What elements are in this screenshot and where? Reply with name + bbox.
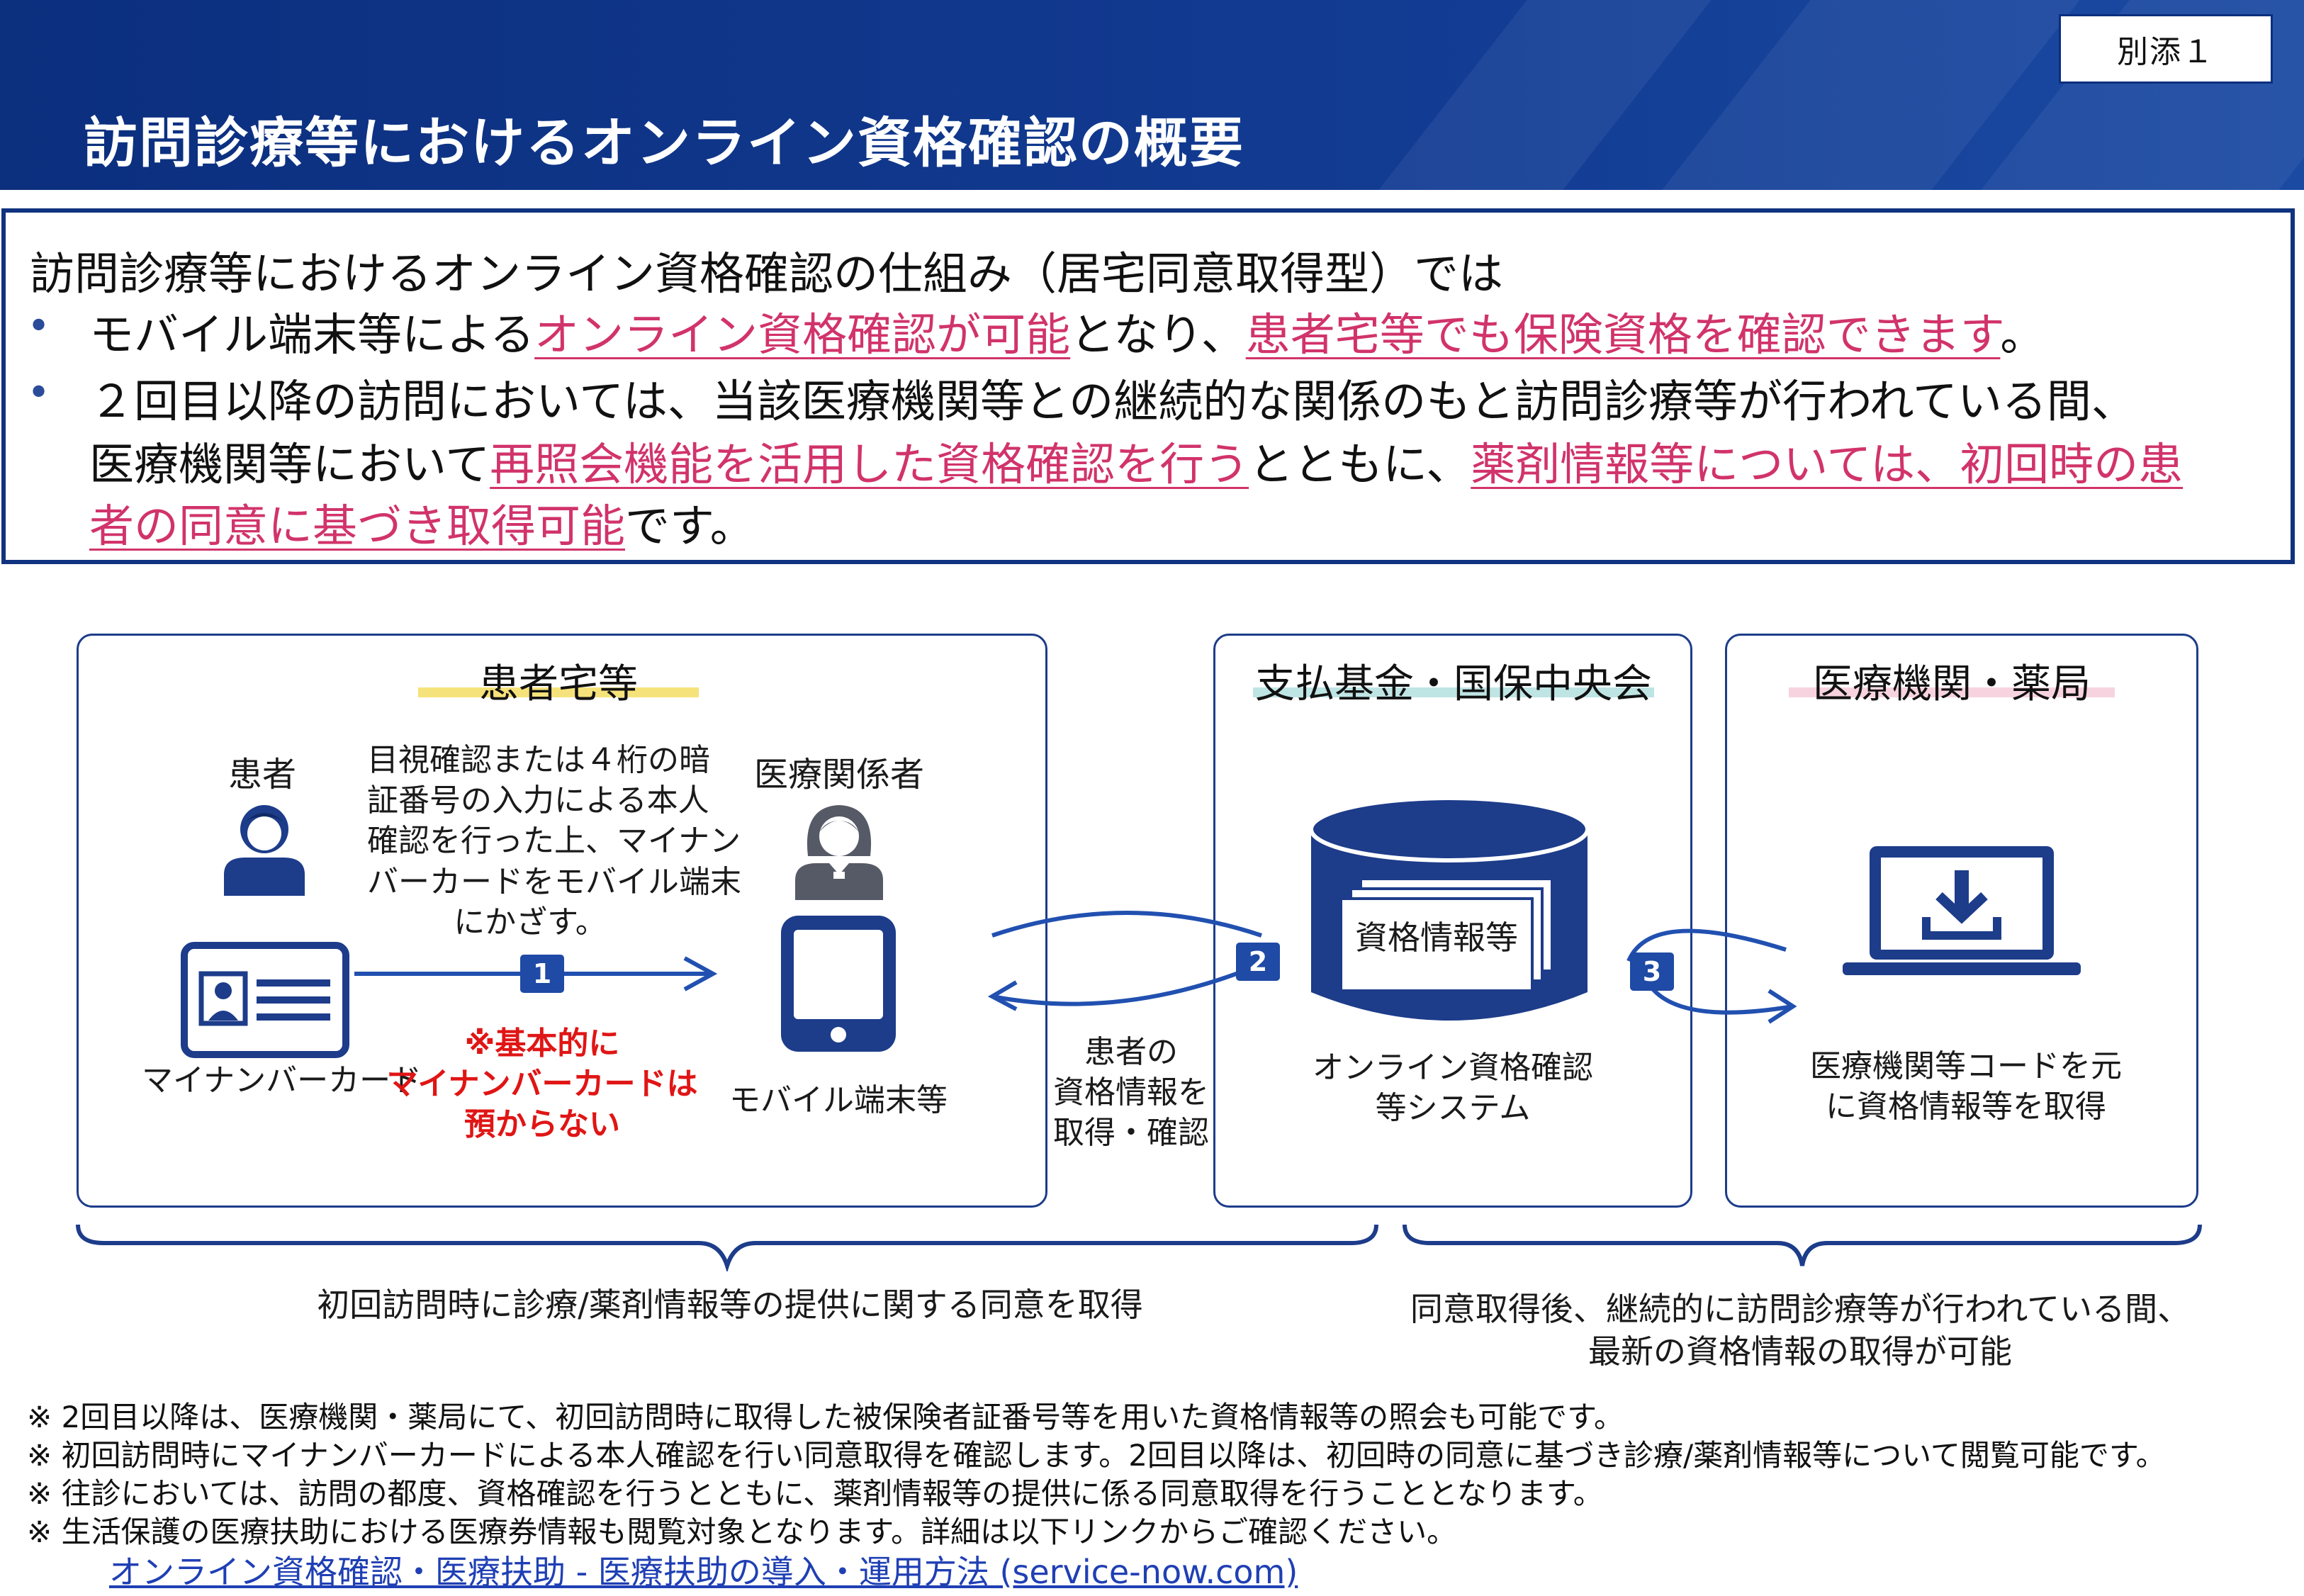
my-number-card-label: マイナンバーカード xyxy=(142,1062,422,1098)
staff-label: 医療関係者 xyxy=(753,755,924,794)
instruction-line: 目視確認または４桁の暗 xyxy=(367,742,710,778)
text-segment: となり、 xyxy=(1070,309,1246,361)
step-3-badge: 3 xyxy=(1630,952,1674,991)
brace-right-label: 同意取得後、継続的に訪問診療等が行われている間、 最新の資格情報の取得が可能 xyxy=(1389,1288,2211,1373)
exchange-label-line: 患者の xyxy=(1084,1034,1178,1070)
title-underline-pink xyxy=(1789,687,2115,697)
page-title: 訪問診療等におけるオンライン資格確認の概要 xyxy=(84,111,1244,174)
instruction-line: バーカードをモバイル端末 xyxy=(367,863,741,900)
instruction-line: 確認を行った上、マイナン xyxy=(367,823,741,860)
summary-bullet-1: モバイル端末等によるオンライン資格確認が可能となり、患者宅等でも保険資格を確認で… xyxy=(89,299,2045,364)
highlight-home-check: 患者宅等でも保険資格を確認できます xyxy=(1245,309,2001,361)
database-doc-label: 資格情報等 xyxy=(1355,918,1518,957)
brace-right xyxy=(1403,1224,2202,1266)
step-2-badge: 2 xyxy=(1236,943,1280,981)
exchange-label: 患者の 資格情報を 取得・確認 xyxy=(1018,1032,1244,1154)
brace-right-label-line: 最新の資格情報の取得が可能 xyxy=(1588,1332,2012,1371)
warning-line: マイナンバーカードは xyxy=(386,1066,698,1103)
database-icon xyxy=(1309,796,1590,1021)
medical-staff-icon xyxy=(795,805,883,900)
title-underline-teal xyxy=(1253,687,1654,697)
text-segment: とともに、 xyxy=(1249,439,1471,490)
system-label: オンライン資格確認 等システム xyxy=(1304,1047,1602,1128)
my-number-card-icon xyxy=(181,942,349,1058)
instruction-line: 証番号の入力による本人 xyxy=(367,782,709,819)
note-3: ※ 往診においては、訪問の都度、資格確認を行うとともに、薬剤情報等の提供に係る同… xyxy=(27,1476,1603,1511)
exchange-label-line: 取得・確認 xyxy=(1053,1115,1209,1152)
panel-title-patient-home: 患者宅等 xyxy=(479,661,638,707)
title-underline-yellow xyxy=(418,687,699,697)
warning-line: 預からない xyxy=(464,1106,620,1143)
panel-title-medical: 医療機関・薬局 xyxy=(1813,661,2091,707)
bullet-dot: • xyxy=(27,303,51,349)
text-segment: モバイル端末等による xyxy=(89,309,535,361)
instruction-text: 目視確認または４桁の暗 証番号の入力による本人 確認を行った上、マイナン バーカ… xyxy=(367,740,741,943)
panel-title-fund: 支払基金・国保中央会 xyxy=(1255,661,1652,707)
laptop-download-icon xyxy=(1843,846,2081,975)
medical-label-line: 医療機関等コードを元 xyxy=(1810,1048,2122,1084)
warning-line: ※基本的に xyxy=(464,1025,620,1062)
bullet-dot: • xyxy=(27,370,51,416)
warning-text: ※基本的に マイナンバーカードは 預からない xyxy=(369,1023,716,1145)
patient-icon xyxy=(224,805,305,896)
header-banner: 訪問診療等におけるオンライン資格確認の概要 xyxy=(0,0,2304,190)
tablet-icon xyxy=(781,916,896,1052)
brace-left xyxy=(76,1224,1378,1271)
medical-label: 医療機関等コードを元 に資格情報等を取得 xyxy=(1789,1046,2143,1127)
summary-bullet-2-line1: ２回目以降の訪問においては、当該医療機関等との継続的な関係のもと訪問診療等が行わ… xyxy=(89,376,2136,427)
step2-exchange-arrows xyxy=(987,911,1270,1011)
highlight-reinquiry: 再照会機能を活用した資格確認を行う xyxy=(490,439,1249,490)
note-1: ※ 2回目以降は、医療機関・薬局にて、初回訪問時に取得した被保険者証番号等を用い… xyxy=(27,1400,1624,1434)
instruction-line: にかざす。 xyxy=(454,904,607,940)
brace-right-label-line: 同意取得後、継続的に訪問診療等が行われている間、 xyxy=(1410,1290,2191,1328)
highlight-online-check: オンライン資格確認が可能 xyxy=(534,309,1071,361)
highlight-drug-info: 薬剤情報等については、初回時の患 xyxy=(1471,439,2184,490)
patient-label: 患者 xyxy=(227,755,296,794)
device-label: モバイル端末等 xyxy=(729,1082,948,1118)
note-4: ※ 生活保護の医療扶助における医療券情報も閲覧対象となります。詳細は以下リンクか… xyxy=(27,1514,1457,1549)
annex-badge: 別添１ xyxy=(2059,14,2273,84)
note-2: ※ 初回訪問時にマイナンバーカードによる本人確認を行い同意取得を確認します。2回… xyxy=(27,1438,2166,1473)
step-1-badge: 1 xyxy=(520,955,564,993)
brace-left-label: 初回訪問時に診療/薬剤情報等の提供に関する同意を取得 xyxy=(317,1286,1143,1324)
summary-bullet-2-line2: 医療機関等において再照会機能を活用した資格確認を行うとともに、薬剤情報等について… xyxy=(89,429,2183,493)
summary-bullet-2-line3: 者の同意に基づき取得可能です。 xyxy=(89,490,755,555)
summary-intro: 訪問診療等におけるオンライン資格確認の仕組み（居宅同意取得型）では xyxy=(30,248,1503,300)
system-label-line: オンライン資格確認 xyxy=(1313,1050,1593,1086)
text-segment: 医療機関等において xyxy=(89,439,490,490)
text-segment: です。 xyxy=(625,500,755,552)
text-segment: 。 xyxy=(2000,309,2045,361)
help-link[interactable]: オンライン資格確認・医療扶助 - 医療扶助の導入・運用方法 (service-n… xyxy=(109,1553,1298,1591)
medical-label-line: に資格情報等を取得 xyxy=(1826,1089,2106,1125)
summary-box: 訪問診療等におけるオンライン資格確認の仕組み（居宅同意取得型）では • モバイル… xyxy=(1,208,2295,564)
highlight-consent: 者の同意に基づき取得可能 xyxy=(89,500,625,552)
system-label-line: 等システム xyxy=(1375,1090,1531,1127)
exchange-label-line: 資格情報を xyxy=(1053,1074,1209,1111)
